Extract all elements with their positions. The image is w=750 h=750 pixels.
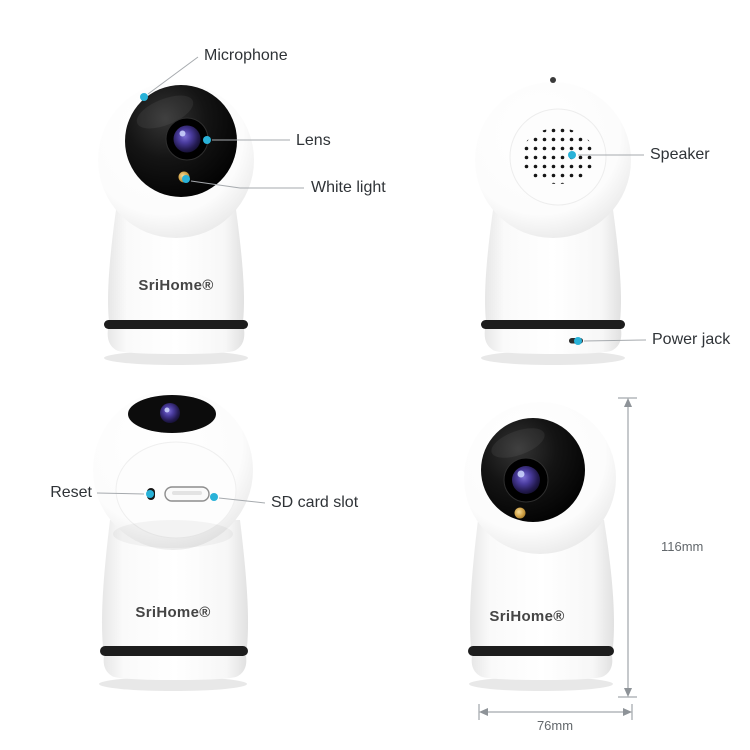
width-arrow-left (479, 708, 488, 716)
lens-highlight (164, 407, 170, 413)
white-light-led (514, 507, 526, 519)
callout-line-power-jack (583, 339, 647, 342)
lens (512, 466, 540, 494)
microphone-label: Microphone (204, 47, 288, 64)
dimension-lines (478, 397, 637, 720)
callout-dot-sd-card-slot (210, 493, 218, 501)
camera-rear-view (475, 77, 631, 365)
power-jack-label: Power jack (652, 331, 731, 348)
callout-dot-microphone (140, 93, 148, 101)
lens-label: Lens (296, 132, 331, 149)
width-dimension-label: 76mm (536, 718, 574, 733)
brand-logo: SriHome® (138, 277, 213, 294)
height-dimension-label: 116mm (661, 539, 704, 554)
callout-line-microphone (147, 56, 199, 95)
black-ring (104, 320, 248, 329)
black-ring (468, 646, 614, 656)
callout-dot-speaker (568, 151, 576, 159)
camera-body (101, 520, 249, 647)
black-ring (100, 646, 248, 656)
black-ring (481, 320, 625, 329)
camera-angled-view: SriHome® (464, 402, 616, 691)
callout-line-reset (96, 492, 145, 495)
callout-dot-reset (146, 490, 154, 498)
callout-dots (140, 93, 582, 501)
width-arrow-right (623, 708, 632, 716)
camera-body (469, 520, 614, 647)
speaker-grill (521, 128, 595, 184)
camera-base (484, 329, 622, 354)
speaker-label: Speaker (650, 146, 710, 163)
white-light-label: White light (311, 179, 386, 196)
callout-dot-power-jack (574, 337, 582, 345)
callout-dot-white-light (182, 175, 190, 183)
callout-lines (96, 56, 647, 504)
camera-base (107, 329, 245, 354)
ground-shadow (104, 351, 248, 365)
brand-logo: SriHome® (489, 608, 564, 625)
camera-bottom-view: SriHome® (93, 390, 253, 691)
reset-label: Reset (50, 484, 92, 501)
height-arrow-up (624, 398, 632, 407)
height-arrow-down (624, 688, 632, 697)
ground-shadow (481, 351, 625, 365)
camera-base (103, 656, 247, 680)
callout-dot-lens (203, 136, 211, 144)
lens-highlight (517, 470, 525, 478)
face-gloss (136, 95, 194, 129)
sd-card-slot-label: SD card slot (271, 494, 359, 511)
chin-shadow (113, 520, 233, 548)
lens (160, 403, 180, 423)
callout-line-white-light (190, 180, 304, 189)
callout-line-sd-card-slot (218, 497, 266, 504)
face-gloss (491, 428, 545, 458)
brand-logo: SriHome® (135, 604, 210, 621)
lens (173, 125, 201, 153)
sd-card-slot-opening (172, 491, 202, 495)
top-hole (550, 77, 556, 83)
ground-shadow (469, 677, 613, 691)
lens-highlight (179, 130, 186, 137)
ground-shadow (99, 677, 247, 691)
camera-base (471, 656, 613, 680)
camera-front-view: SriHome® (98, 82, 254, 365)
